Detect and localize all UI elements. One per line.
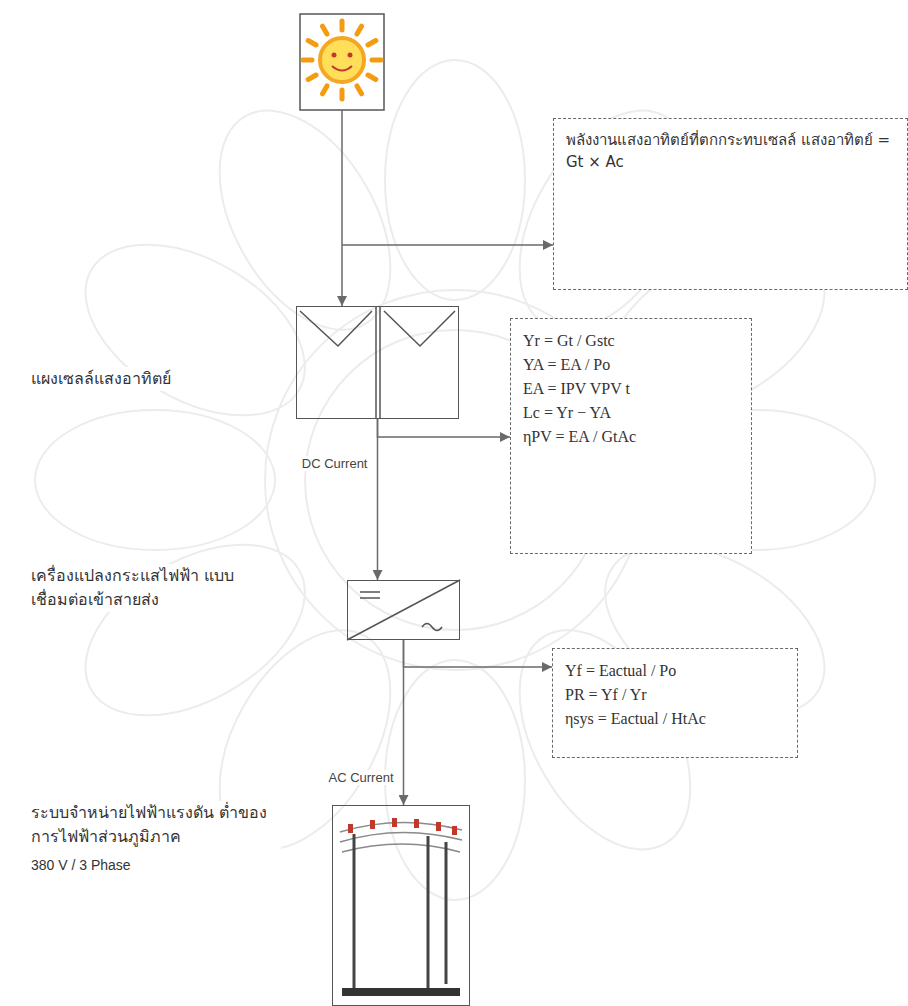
drawing-part — [56, 209, 334, 450]
drawing-part — [348, 53, 353, 58]
drawing-part — [445, 842, 448, 984]
drawing-part — [340, 832, 462, 842]
drawing-part — [357, 26, 362, 34]
drawing-part — [303, 58, 312, 63]
drawing-part — [436, 822, 441, 831]
drawing-part — [368, 75, 376, 80]
drawing-part — [332, 53, 337, 58]
drawing-part — [308, 41, 316, 46]
node-label: 380 V / 3 Phase — [31, 853, 281, 877]
drawing-part — [341, 110, 343, 306]
drawing-part — [392, 818, 397, 827]
drawing-part — [422, 624, 442, 631]
drawing-part — [353, 834, 356, 988]
drawing-part — [340, 21, 345, 30]
formula-text: Yr = Gt / Gstc — [523, 329, 739, 353]
edge-label: DC Current — [300, 456, 370, 471]
formula-text: EA = IPV VPV t — [523, 377, 739, 401]
drawing-part — [368, 41, 376, 46]
drawing-part — [360, 597, 380, 599]
node-heading: แผงเซลล์แสงอาทิตย์ — [31, 367, 271, 391]
node-heading: ระบบจำหน่ายไฟฟ้าแรงดัน ต่ำของการไฟฟ้าส่ว… — [31, 801, 281, 877]
flow-arrow — [378, 419, 511, 437]
sun-picture — [300, 14, 384, 110]
drawing-part — [308, 75, 316, 80]
grid-box: ระบบจำหน่ายไฟฟ้าแรงดัน ต่ำของการไฟฟ้าส่ว… — [332, 805, 470, 1006]
drawing-part — [385, 660, 525, 900]
drawing-part — [427, 836, 430, 988]
inverter-box: เครื่องแปลงกระแสไฟฟ้า แบบเชื่อมต่อเข้าสา… — [347, 580, 460, 640]
flow-arrow — [377, 419, 379, 580]
drawing-part — [300, 311, 372, 346]
drawing-part — [370, 820, 375, 829]
formula-text: ηsys = Eactual / HtAc — [565, 707, 785, 731]
drawing-part — [379, 306, 381, 419]
sun-rays-arrows — [342, 110, 553, 306]
drawing-part — [385, 60, 525, 300]
drawing-part — [320, 38, 364, 82]
drawing-part — [342, 244, 553, 246]
formula-callout: Yr = Gt / GstcYA = EA / PoEA = IPV VPV t… — [510, 318, 752, 554]
solar-panel-picture — [300, 306, 455, 419]
drawing-part — [184, 81, 425, 359]
drawing-part — [340, 90, 345, 99]
formula-text: PR = Yf / Yr — [565, 683, 785, 707]
drawing-part — [372, 58, 381, 63]
drawing-part — [342, 988, 460, 996]
drawing-part — [300, 14, 384, 110]
drawing-part — [323, 86, 328, 94]
drawing-part — [340, 822, 462, 832]
drawing-part — [375, 306, 377, 419]
node-label: เครื่องแปลงกระแสไฟฟ้า แบบเชื่อมต่อเข้าสา… — [31, 564, 261, 612]
drawing-part — [323, 26, 328, 34]
formula-text: ηPV = EA / GtAc — [523, 425, 739, 449]
formula-text: YA = EA / Po — [523, 353, 739, 377]
node-heading: เครื่องแปลงกระแสไฟฟ้า แบบเชื่อมต่อเข้าสา… — [31, 564, 261, 612]
drawing-part — [452, 826, 457, 835]
drawing-part — [303, 21, 381, 99]
drawing-part — [332, 66, 352, 71]
formula-callout: Yf = Eactual / PoPR = Yf / Yrηsys = Eact… — [552, 648, 798, 758]
solar-panel-box: แผงเซลล์แสงอาทิตย์ — [296, 306, 459, 419]
edge-label: AC Current — [326, 770, 395, 785]
drawing-part — [347, 580, 460, 640]
flow-arrow — [404, 640, 553, 667]
drawing-part — [357, 86, 362, 94]
formula-text: Lc = Yr − YA — [523, 401, 739, 425]
drawing-part — [342, 844, 460, 852]
formula-text: พลังงานแสงอาทิตย์ที่ตกกระทบเซลล์ แสงอาทิ… — [566, 129, 895, 173]
formula-callout: พลังงานแสงอาทิตย์ที่ตกกระทบเซลล์ แสงอาทิ… — [553, 118, 908, 290]
drawing-part — [384, 311, 455, 346]
formula-text: Yf = Eactual / Po — [565, 659, 785, 683]
drawing-part — [414, 819, 419, 828]
drawing-part — [360, 591, 380, 593]
node-label: แผงเซลล์แสงอาทิตย์ — [31, 367, 271, 391]
power-grid-picture — [340, 818, 462, 996]
inverter-symbol — [347, 580, 460, 640]
drawing-part — [348, 824, 353, 833]
drawing-part — [35, 410, 275, 550]
node-label: ระบบจำหน่ายไฟฟ้าแรงดัน ต่ำของการไฟฟ้าส่ว… — [31, 801, 281, 849]
